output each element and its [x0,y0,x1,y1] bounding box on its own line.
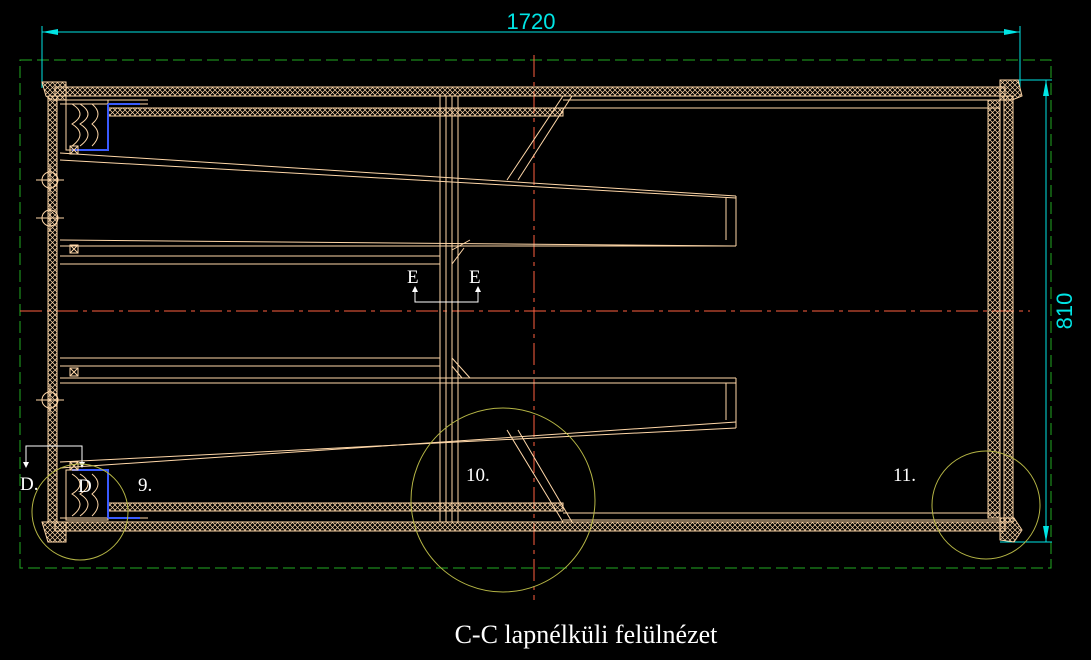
drawing-title: C-C lapnélküli felülnézet [455,620,719,649]
section-marker-e [412,286,481,303]
blue-accents [72,103,140,519]
wood-blocks [65,99,109,521]
detail-circle-11 [931,450,1041,560]
section-marker-d [23,445,85,468]
detail-label-10: 10. [466,465,490,486]
section-marker-d-right: D [78,476,92,497]
green-frame [19,59,1052,569]
section-marker-e-left: E [407,267,419,288]
dimension-width-text: 1720 [507,9,556,34]
bolt-symbols [36,166,64,414]
section-marker-e-right: E [469,267,481,288]
dimension-width: 1720 [41,9,1021,88]
section-marker-d-left: D. [20,474,38,495]
center-struts [439,95,573,523]
detail-circle-9 [31,463,129,561]
detail-label-11: 11. [893,465,916,486]
detail-label-9: 9. [138,475,152,496]
detail-circle-10 [410,407,596,593]
dimension-height-text: 810 [1052,293,1077,330]
tapered-beams [59,145,737,471]
outer-walls [41,79,1023,543]
